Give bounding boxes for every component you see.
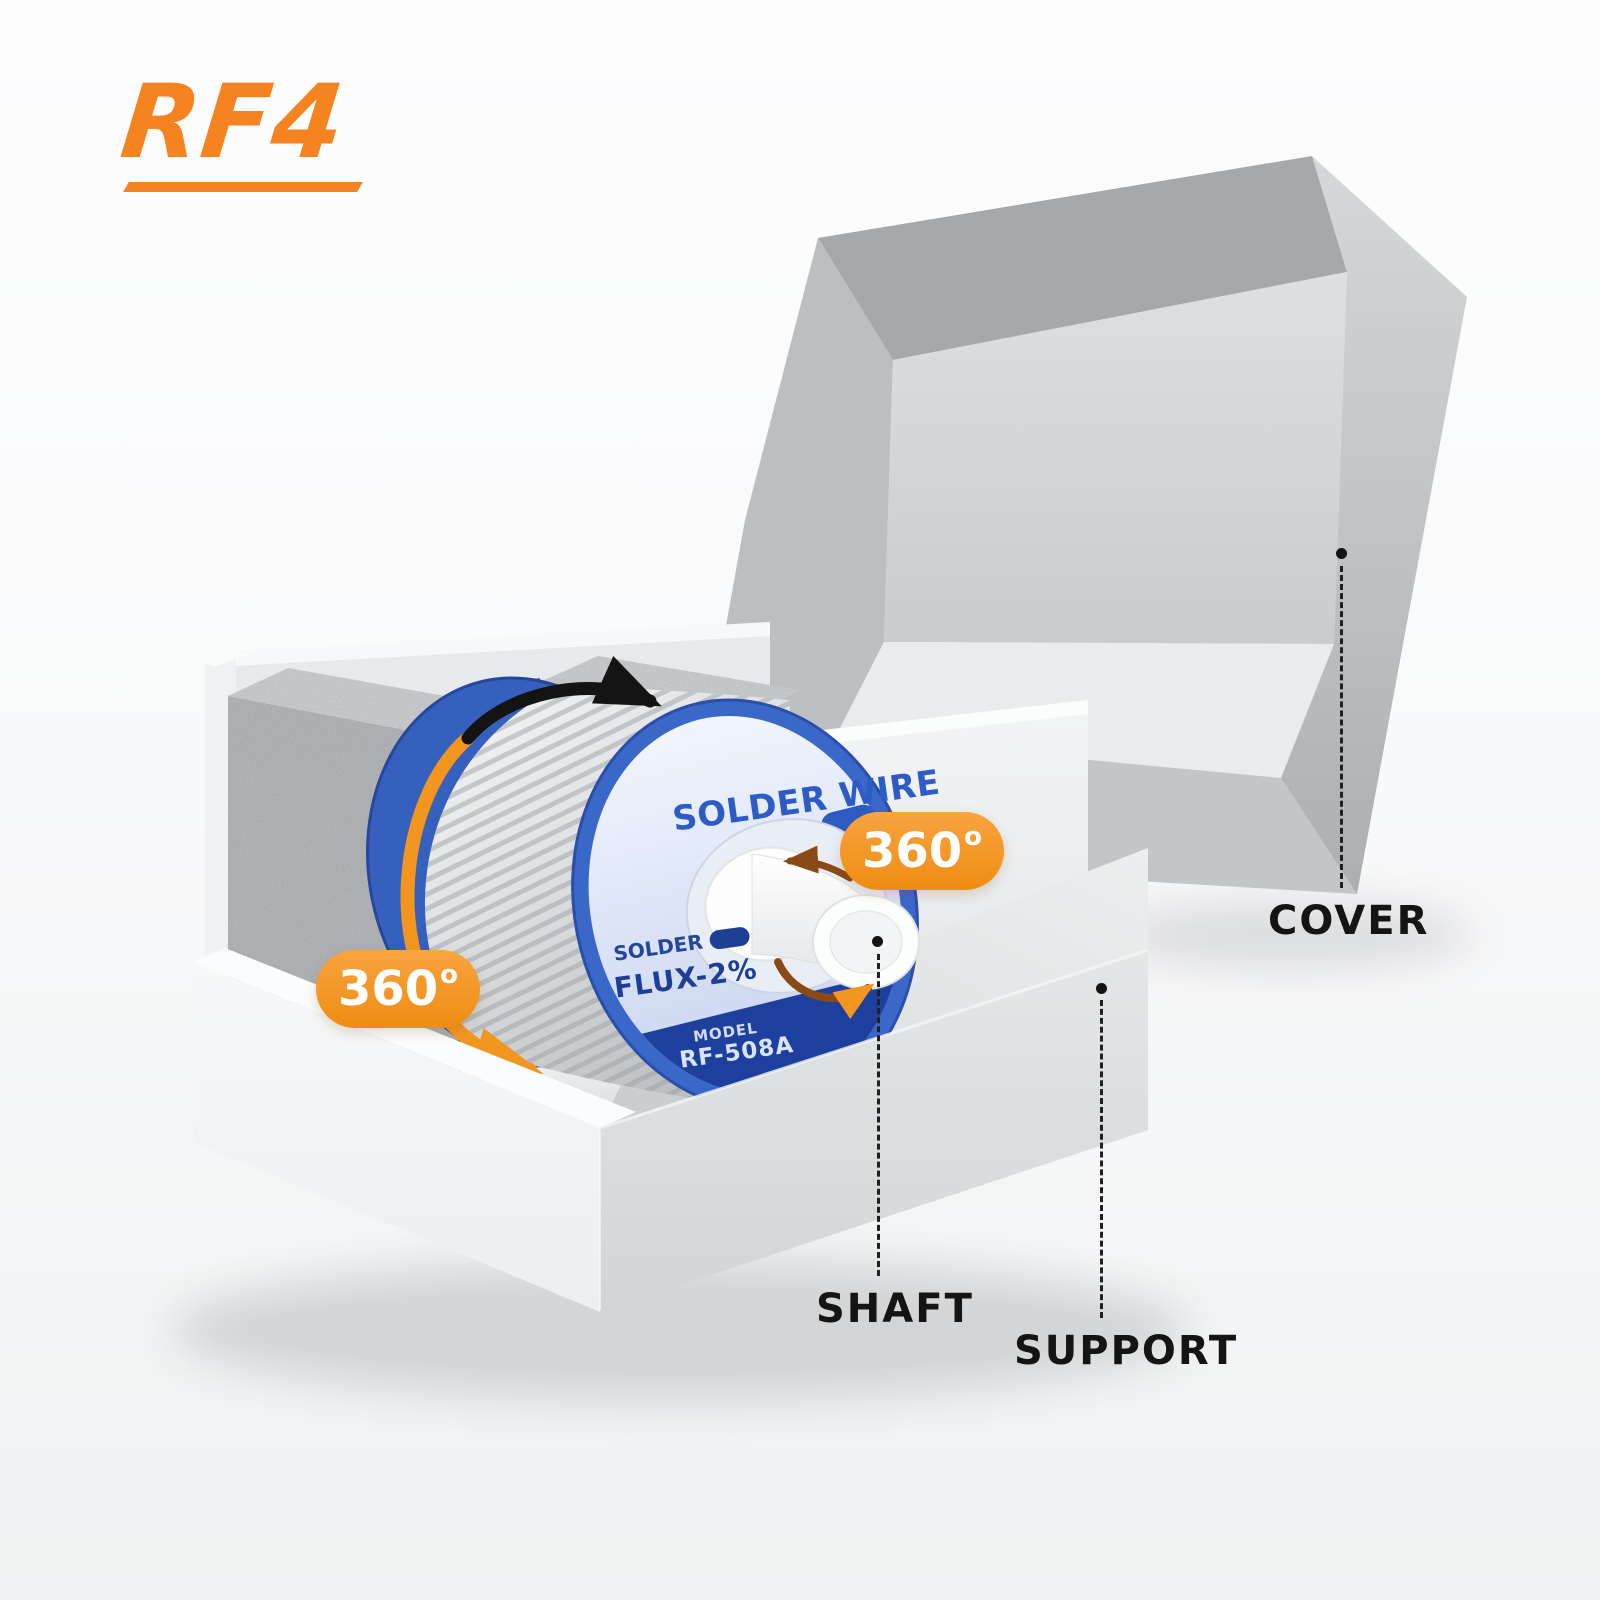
rotation-badge-coil-degree: o: [440, 960, 459, 990]
tray-right-rim-edge: [599, 948, 1149, 1130]
base-tray: [193, 948, 1149, 1312]
spool-label-brand-badge: [708, 925, 751, 950]
rotation-badge-shaft-degree: o: [964, 822, 983, 852]
shaft-rotation-arrow-top: [783, 845, 854, 882]
lid-inner-top-face: [818, 156, 1347, 360]
leader-dot-shaft: [872, 936, 883, 947]
shadow-under-cover: [1105, 901, 1475, 969]
solder-spool: [366, 655, 941, 1121]
tray-right-face: [600, 950, 1148, 1312]
rotation-badge-shaft-value: 360: [861, 823, 963, 879]
shaft: [685, 818, 920, 1020]
tray-left-face: [193, 962, 600, 1312]
leader-line-shaft: [877, 954, 880, 1276]
brand-logo: RF4: [116, 63, 363, 192]
callout-support: SUPPORT: [1014, 1328, 1239, 1374]
rotation-badge-coil: 360 o: [316, 950, 480, 1028]
leader-dot-cover: [1336, 548, 1347, 559]
leader-line-support: [1100, 1000, 1103, 1318]
callout-cover: COVER: [1268, 898, 1430, 944]
shaft-cap-inner: [829, 910, 903, 974]
tray-top-rim: [193, 948, 636, 1128]
lid-outer-right-face: [1281, 156, 1467, 894]
back-wall-rim: [235, 622, 770, 666]
brand-logo-underline: [123, 182, 363, 192]
shaft-rotation-arrow-bottom: [774, 958, 875, 1020]
lid-inner-back-panel: [884, 272, 1347, 644]
leader-line-cover: [1340, 566, 1343, 888]
coil-rotation-arrow-black: [461, 655, 662, 745]
rotation-badge-shaft: 360 o: [840, 812, 1004, 890]
callout-shaft: SHAFT: [816, 1286, 974, 1332]
shadow-under-box: [170, 1258, 1190, 1402]
leader-dot-support: [1096, 983, 1107, 994]
brand-logo-text: RF4: [115, 63, 351, 182]
floor-shadows: [170, 901, 1475, 1402]
rotation-badge-coil-value: 360: [337, 961, 439, 1017]
left-wall-rim: [205, 651, 246, 667]
